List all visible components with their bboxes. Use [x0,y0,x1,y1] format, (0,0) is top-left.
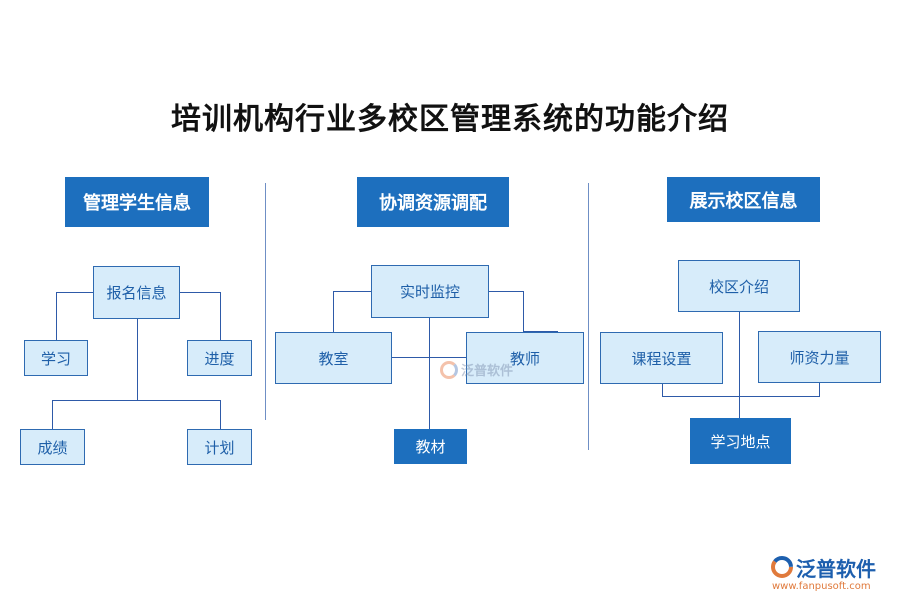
connector [391,357,467,358]
connector [662,396,820,397]
node-grades: 成绩 [20,429,85,465]
node-classroom: 教室 [275,332,392,384]
column-divider-2 [588,183,589,450]
column-divider-1 [265,183,266,420]
connector [52,400,53,429]
connector [333,291,334,333]
header-coordinate-resources: 协调资源调配 [357,177,509,227]
node-progress: 进度 [187,340,252,376]
node-study: 学习 [24,340,88,376]
connector [137,318,138,401]
connector [429,317,430,429]
header-manage-student-info: 管理学生信息 [65,177,209,227]
connector [523,331,558,332]
node-teacher: 教师 [466,332,584,384]
watermark-text: 泛普软件 [461,364,514,379]
node-registration-info: 报名信息 [93,266,180,319]
brand-name: 泛普软件 [796,557,876,581]
connector [819,383,820,397]
connector [662,384,663,397]
connector [220,292,221,340]
node-study-location: 学习地点 [690,418,791,464]
node-realtime-monitoring: 实时监控 [371,265,489,318]
node-teaching-materials: 教材 [394,429,467,464]
node-campus-intro: 校区介绍 [678,260,800,312]
diagram-title: 培训机构行业多校区管理系统的功能介绍 [171,102,729,137]
connector [489,291,524,292]
node-plan: 计划 [187,429,252,465]
connector [523,291,524,331]
connector [739,312,740,419]
connector [56,292,94,293]
connector [220,400,221,429]
connector [56,292,57,340]
header-display-campus-info: 展示校区信息 [667,177,820,222]
node-faculty-strength: 师资力量 [758,331,881,383]
brand-logo-icon [771,556,793,578]
brand-logo: 泛普软件 www.fanpusoft.com [770,553,895,598]
connector [333,291,371,292]
connector [52,400,220,401]
brand-url: www.fanpusoft.com [772,581,871,592]
watermark: 泛普软件 [440,360,513,379]
connector [180,292,220,293]
node-course-settings: 课程设置 [600,332,723,384]
watermark-logo-icon [440,360,458,379]
